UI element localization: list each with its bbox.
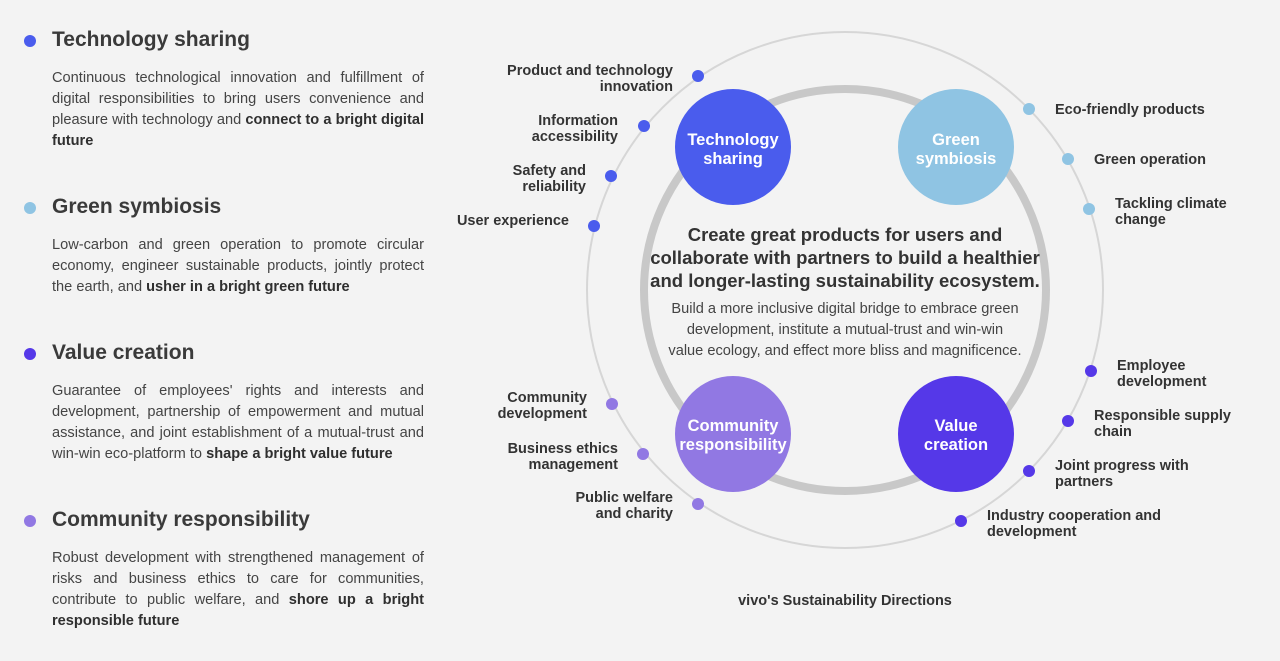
- core-label: responsibility: [679, 436, 787, 454]
- value-items: Employee development Responsible supply …: [955, 358, 1231, 540]
- item-label: and charity: [596, 506, 673, 522]
- item-label: development: [987, 524, 1077, 540]
- community-items: Community development Business ethics ma…: [498, 390, 704, 522]
- item-label: Joint progress with: [1055, 458, 1189, 474]
- core-label: Value: [934, 417, 977, 435]
- core-community-responsibility: Community responsibility: [675, 376, 791, 492]
- item-dot-icon: [638, 120, 650, 132]
- core-label: Community: [688, 417, 780, 435]
- item-dot-icon: [1062, 415, 1074, 427]
- outer-ring: [586, 31, 1104, 549]
- section-highlight: shape a bright value future: [206, 446, 393, 462]
- center-body-line: Build a more inclusive digital bridge to…: [671, 301, 1018, 317]
- item-dot-icon: [1023, 103, 1035, 115]
- item-dot-icon: [606, 398, 618, 410]
- item-label: Business ethics: [508, 441, 618, 457]
- section-highlight: connect to a bright digital future: [52, 112, 424, 149]
- item-dot-icon: [1083, 203, 1095, 215]
- section-title: Green symbiosis: [52, 195, 222, 218]
- item-label: Industry cooperation and: [987, 508, 1161, 524]
- item-label: Product and technology: [507, 63, 673, 79]
- green-bullet-icon: [24, 202, 36, 214]
- core-label: symbiosis: [916, 150, 997, 168]
- item-dot-icon: [637, 448, 649, 460]
- inner-ring: [640, 85, 1050, 495]
- community-circle: [675, 376, 791, 492]
- item-dot-icon: [1085, 365, 1097, 377]
- item-label: chain: [1094, 424, 1132, 440]
- item-label: Eco-friendly products: [1055, 102, 1205, 118]
- item-label: Community: [507, 390, 587, 406]
- value-circle: [898, 376, 1014, 492]
- core-label: creation: [924, 436, 988, 454]
- item-label: management: [529, 457, 619, 473]
- center-title-line: collaborate with partners to build a hea…: [650, 247, 1040, 268]
- community-bullet-icon: [24, 515, 36, 527]
- center-title-line: Create great products for users and: [688, 224, 1003, 245]
- direction-list: Technology sharing Continuous technologi…: [0, 0, 440, 661]
- green-circle: [898, 89, 1014, 205]
- core-label: Technology: [687, 131, 779, 149]
- item-label: Information: [538, 113, 618, 129]
- item-label: reliability: [522, 179, 586, 195]
- item-dot-icon: [588, 220, 600, 232]
- section-body: Continuous technological innovation and …: [52, 70, 424, 149]
- technology-items: Product and technology innovation Inform…: [457, 63, 704, 232]
- item-dot-icon: [692, 498, 704, 510]
- section-title: Community responsibility: [52, 508, 310, 531]
- item-label: Tackling climate: [1115, 196, 1227, 212]
- item-label: accessibility: [532, 129, 618, 145]
- item-dot-icon: [1062, 153, 1074, 165]
- core-value-creation: Value creation: [898, 376, 1014, 492]
- core-green-symbiosis: Green symbiosis: [898, 89, 1014, 205]
- value-bullet-icon: [24, 348, 36, 360]
- item-label: Safety and: [513, 163, 586, 179]
- section-body: Robust development with strengthened man…: [52, 550, 424, 629]
- core-label: Green: [932, 131, 980, 149]
- center-body-line: development, institute a mutual-trust an…: [687, 322, 1003, 338]
- item-label: development: [1117, 374, 1207, 390]
- diagram-caption: vivo's Sustainability Directions: [738, 593, 952, 609]
- section-title: Technology sharing: [52, 28, 250, 51]
- item-label: User experience: [457, 213, 569, 229]
- item-label: partners: [1055, 474, 1113, 490]
- center-statement: Create great products for users and coll…: [650, 224, 1040, 359]
- item-label: Public welfare: [575, 490, 673, 506]
- section-body: Low-carbon and green operation to promot…: [52, 237, 424, 295]
- item-dot-icon: [955, 515, 967, 527]
- item-label: Responsible supply: [1094, 408, 1231, 424]
- sustainability-diagram: Technology sharing Green symbiosis Commu…: [457, 31, 1231, 609]
- item-dot-icon: [692, 70, 704, 82]
- item-label: development: [498, 406, 588, 422]
- section-body: Guarantee of employees' rights and inter…: [52, 383, 424, 462]
- item-label: change: [1115, 212, 1166, 228]
- item-label: innovation: [600, 79, 673, 95]
- section-highlight: usher in a bright green future: [146, 279, 350, 295]
- item-dot-icon: [1023, 465, 1035, 477]
- center-body-line: value ecology, and effect more bliss and…: [668, 343, 1021, 359]
- item-dot-icon: [605, 170, 617, 182]
- core-technology-sharing: Technology sharing: [675, 89, 791, 205]
- section-title: Value creation: [52, 341, 195, 364]
- section-highlight: shore up a bright responsible future: [52, 592, 424, 629]
- green-items: Eco-friendly products Green operation Ta…: [1023, 102, 1227, 228]
- technology-bullet-icon: [24, 35, 36, 47]
- item-label: Employee: [1117, 358, 1186, 374]
- technology-circle: [675, 89, 791, 205]
- core-label: sharing: [703, 150, 763, 168]
- item-label: Green operation: [1094, 152, 1206, 168]
- center-title-line: and longer-lasting sustainability ecosys…: [650, 270, 1040, 291]
